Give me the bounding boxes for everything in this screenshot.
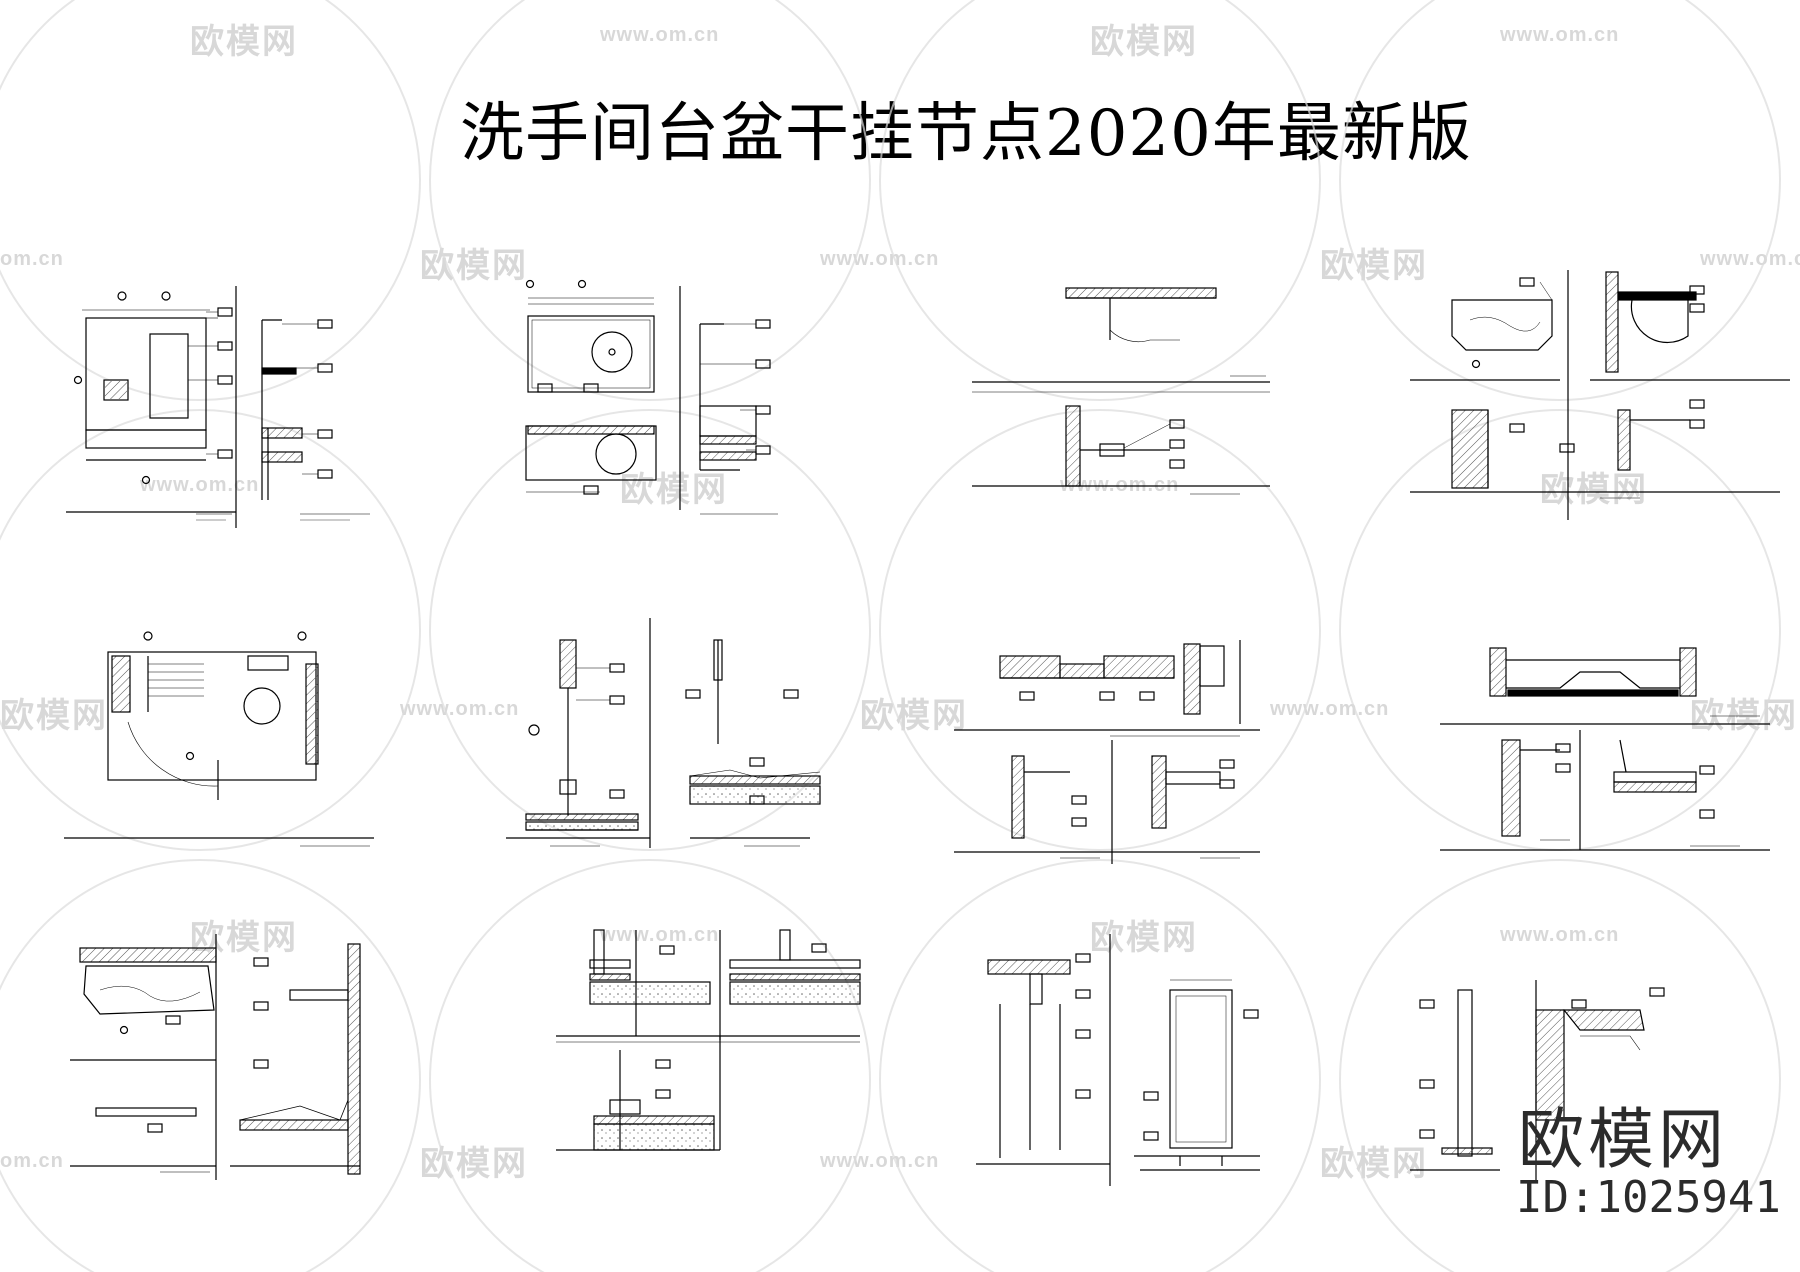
watermark-url: www.om.cn	[140, 474, 260, 496]
watermark-url: om.cn	[0, 248, 64, 270]
watermark-brand: 欧模网	[420, 247, 528, 285]
watermark-url: www.om.cn	[1060, 474, 1180, 496]
detail-section-12	[1410, 980, 1665, 1180]
detail-plan-5	[64, 631, 374, 847]
watermark-brand: 欧模网	[1320, 247, 1428, 285]
detail-plan-2	[525, 279, 657, 495]
detail-section-8	[1440, 647, 1770, 851]
watermark-brand: 欧模网	[1090, 23, 1198, 61]
watermark-url: www.om.cn	[1270, 698, 1390, 720]
watermark-brand: 欧模网	[1320, 1145, 1428, 1183]
watermark-url: www.om.cn	[1500, 24, 1620, 46]
detail-section-9	[70, 934, 361, 1180]
detail-section-2	[679, 286, 778, 515]
watermark-url: om.cn	[0, 1150, 64, 1172]
watermark-brand: 欧模网	[420, 1145, 528, 1183]
detail-section-7	[954, 640, 1260, 864]
footer-brand: 欧模网	[1518, 1101, 1728, 1178]
detail-elevation-11	[976, 934, 1260, 1186]
footer-id: ID:1025941	[1516, 1172, 1781, 1223]
watermark-url: www.om.cn	[1700, 248, 1800, 270]
detail-section-1	[261, 319, 370, 521]
detail-section-3	[972, 287, 1270, 495]
watermark-url: www.om.cn	[820, 1150, 940, 1172]
watermark-brand: 欧模网	[620, 471, 728, 509]
watermark-brand: 欧模网	[190, 23, 298, 61]
watermark-url: www.om.cn	[600, 924, 720, 946]
detail-elevation-1	[66, 286, 237, 528]
detail-section-6	[506, 618, 821, 848]
watermark-url: www.om.cn	[400, 698, 520, 720]
watermark-brand: 欧模网	[1090, 919, 1198, 957]
sheet-title-text: 洗手间台盆干挂节点2020年最新版	[460, 97, 1472, 171]
watermark-brand: 欧模网	[860, 697, 968, 735]
watermark-url: www.om.cn	[1500, 924, 1620, 946]
detail-plan-4	[1410, 270, 1790, 520]
watermark-brand: 欧模网	[1540, 471, 1648, 509]
detail-section-10	[556, 929, 861, 1151]
watermark-url: www.om.cn	[600, 24, 720, 46]
watermark-brand: 欧模网	[0, 697, 108, 735]
watermark-url: www.om.cn	[820, 248, 940, 270]
